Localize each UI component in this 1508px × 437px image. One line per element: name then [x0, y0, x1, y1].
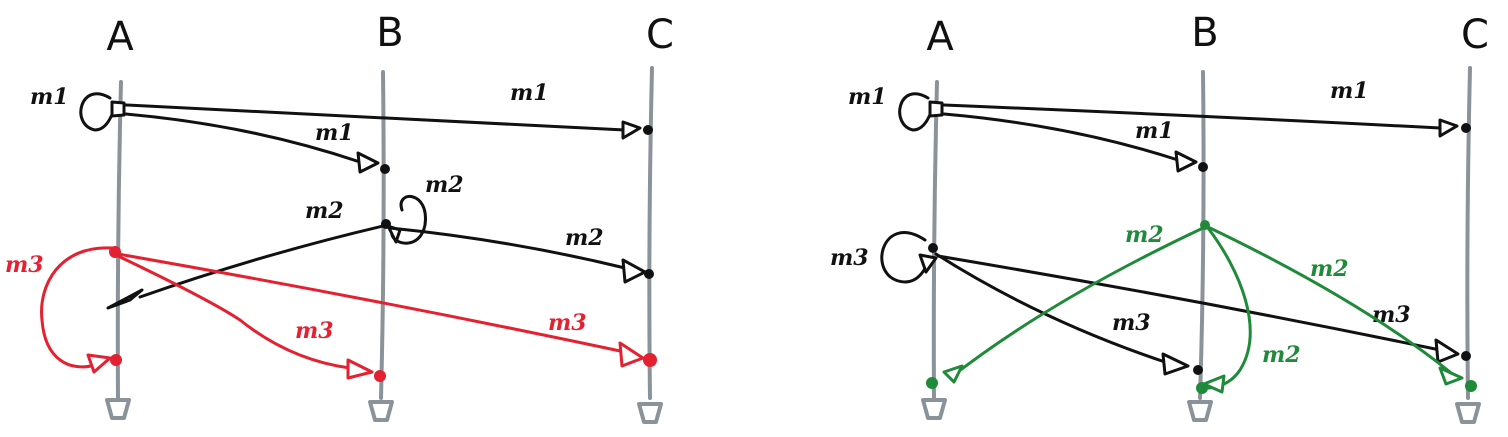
- right-lifeline-c: [1465, 66, 1472, 400]
- right-m3-self-label: m3: [830, 245, 869, 271]
- left-lifeline-c: [647, 66, 654, 400]
- right-m2-to-a-label: m2: [1125, 222, 1164, 248]
- right-m1-self-head: [928, 100, 944, 118]
- right-process-b-label: B: [1191, 10, 1218, 56]
- right-m2-c-delivery-dot: [1465, 380, 1477, 392]
- right-m1-c-delivery-dot: [1461, 123, 1471, 133]
- left-m3-c-delivery-dot: [643, 353, 657, 367]
- left-m2-self-label: m2: [425, 172, 464, 198]
- right-m2-to-a-head: [942, 364, 964, 384]
- left-end-marker-a: [105, 398, 131, 420]
- right-m3-self-arrow: [880, 231, 930, 284]
- right-m1-to-b-head: [1174, 150, 1198, 173]
- right-m1-to-c-label: m1: [1330, 78, 1369, 104]
- left-m1-to-b-head: [356, 151, 380, 174]
- right-m2-b-delivery-dot: [1196, 382, 1208, 394]
- left-m2-to-a-arrow: [138, 224, 385, 299]
- right-diagram: A B C m1 m1 m1 m3 m3 m3: [830, 10, 1489, 424]
- right-lifeline-a: [931, 80, 939, 402]
- right-m3-to-c-head: [1434, 338, 1460, 364]
- left-m1-c-delivery-dot: [643, 125, 653, 135]
- right-m2-to-c-arrow: [1208, 226, 1452, 374]
- right-m3-send-dot: [928, 243, 938, 253]
- left-process-b-label: B: [376, 10, 403, 56]
- left-m3-to-b-label: m3: [295, 318, 334, 344]
- right-end-marker-a: [921, 398, 947, 420]
- right-m3-c-delivery-dot: [1461, 351, 1471, 361]
- left-m1-to-b-arrow: [124, 112, 362, 164]
- left-m2-to-c-label: m2: [565, 225, 604, 251]
- left-m3-self-head: [86, 353, 112, 374]
- left-m2-self-arrow: [390, 195, 427, 245]
- left-m3-to-c-arrow: [116, 252, 627, 354]
- right-end-marker-b: [1187, 400, 1213, 422]
- left-m2-to-a-label: m2: [305, 198, 344, 224]
- right-m3-b-delivery-dot: [1193, 365, 1203, 375]
- left-m3-to-b-head: [346, 358, 374, 380]
- right-process-c-label: C: [1461, 12, 1489, 58]
- right-m2-to-c-label: m2: [1310, 256, 1349, 282]
- right-m3-to-b-head: [1161, 352, 1190, 376]
- left-m1-to-c-label: m1: [510, 80, 549, 106]
- right-m2-self-head: [1202, 374, 1226, 394]
- right-m1-self-label: m1: [848, 84, 887, 110]
- left-m3-to-c-label: m3: [548, 310, 587, 336]
- right-process-a-label: A: [926, 14, 954, 60]
- left-m1-self-head: [110, 100, 126, 118]
- left-m1-self-label: m1: [30, 84, 69, 110]
- left-m1-to-c-arrow: [124, 103, 627, 132]
- left-lifeline-b: [379, 70, 386, 400]
- left-end-marker-c: [637, 402, 663, 424]
- right-m1-to-b-label: m1: [1135, 118, 1174, 144]
- right-end-marker-c: [1455, 402, 1481, 424]
- left-m2-to-c-arrow: [388, 226, 627, 270]
- left-m2-c-delivery-dot: [644, 269, 654, 279]
- left-m3-b-delivery-dot: [374, 370, 386, 382]
- right-m3-self-head: [918, 253, 938, 274]
- left-m1-to-c-head: [621, 120, 642, 140]
- left-end-marker-b: [368, 400, 394, 422]
- right-m1-self-arrow: [898, 92, 933, 132]
- right-m1-b-delivery-dot: [1198, 162, 1208, 172]
- left-lifeline-a: [115, 80, 123, 402]
- right-m1-to-c-arrow: [942, 103, 1442, 130]
- left-m3-self-label: m3: [5, 252, 44, 278]
- left-m2-to-a-head: [106, 288, 144, 310]
- right-m1-to-c-head: [1438, 118, 1459, 138]
- left-m3-to-c-head: [618, 341, 645, 368]
- left-m1-to-b-label: m1: [315, 120, 354, 146]
- right-m2-self-label: m2: [1262, 342, 1301, 368]
- right-m1-to-b-arrow: [942, 112, 1180, 162]
- right-m3-to-b-label: m3: [1112, 310, 1151, 336]
- left-m1-b-delivery-dot: [380, 164, 390, 174]
- right-m2-a-delivery-dot: [926, 377, 938, 389]
- right-m3-to-c-label: m3: [1372, 302, 1411, 328]
- left-m1-self-arrow: [79, 92, 115, 132]
- left-m3-a-delivery-dot: [110, 354, 122, 366]
- right-lifeline-b: [1198, 70, 1206, 400]
- left-m2-to-c-head: [621, 258, 647, 284]
- left-process-a-label: A: [106, 14, 134, 60]
- left-diagram: A B C m1 m1 m1 m2 m2 m2: [5, 10, 674, 424]
- left-m3-to-b-arrow: [116, 254, 352, 370]
- right-m2-to-a-arrow: [948, 226, 1205, 380]
- left-m3-self-arrow: [40, 246, 114, 369]
- right-m3-to-c-arrow: [936, 254, 1442, 352]
- left-process-c-label: C: [646, 12, 674, 58]
- right-m2-to-c-head: [1438, 366, 1464, 386]
